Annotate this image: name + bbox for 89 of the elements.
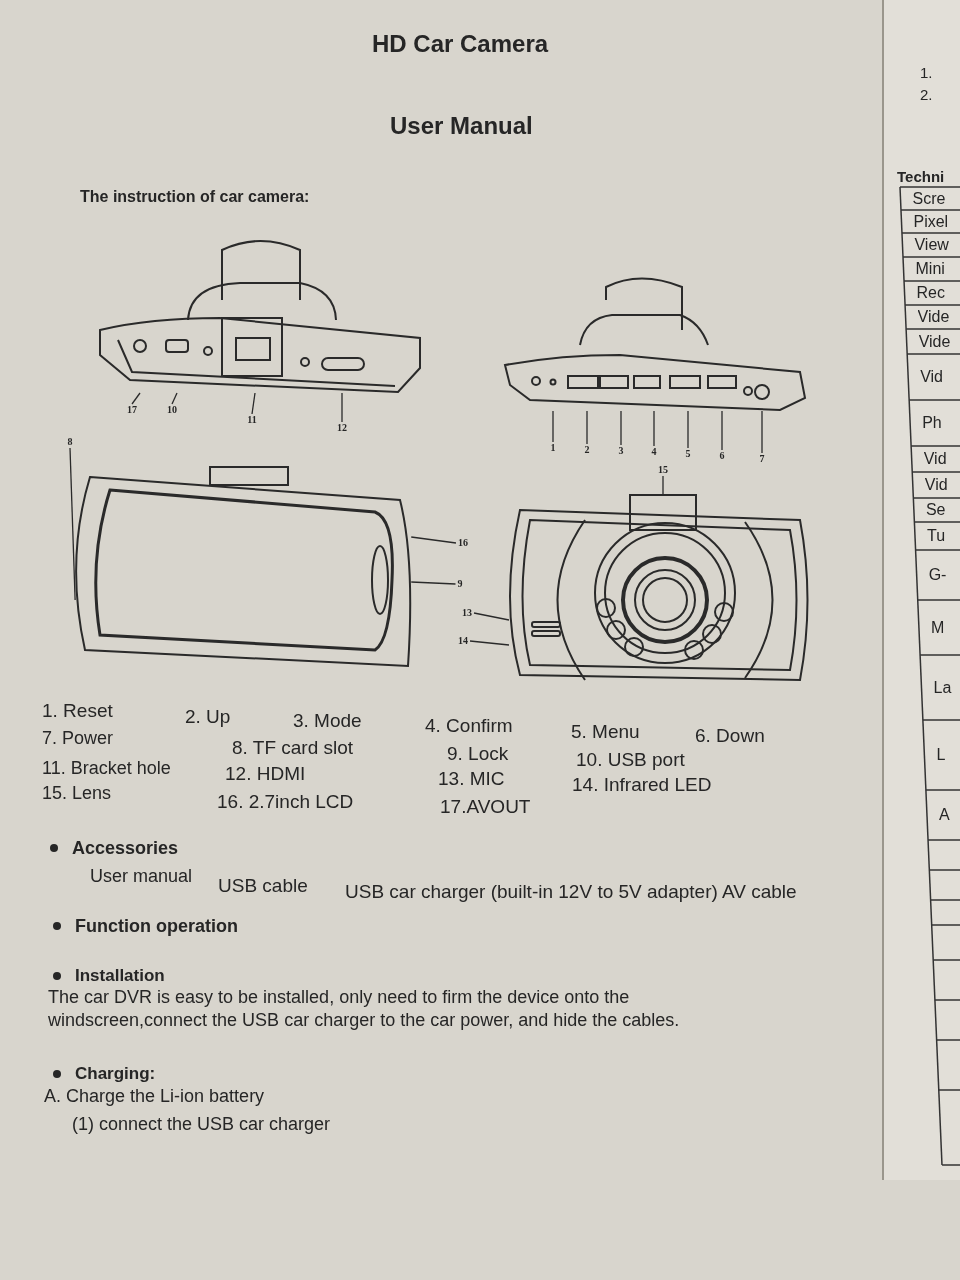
part-name: 16. 2.7inch LCD xyxy=(217,791,354,813)
bullet-heading: Installation xyxy=(75,966,165,986)
callout-number: 15 xyxy=(658,465,668,475)
callout-number: 5 xyxy=(685,449,691,459)
part-name: 15. Lens xyxy=(42,783,112,804)
leader-line xyxy=(586,410,588,445)
callout-number: 7 xyxy=(759,454,765,464)
instruction-step: A. Charge the Li-ion battery xyxy=(44,1086,265,1107)
table-heading: Techni xyxy=(897,168,945,186)
part-name: 2. Up xyxy=(185,706,231,728)
paragraph: The car DVR is easy to be installed, only need to firm the device onto the windscreen,connect the USB car charger to the car power, and hide the cables. xyxy=(48,986,681,1033)
leader-line xyxy=(761,410,763,454)
bullet-heading: Charging: xyxy=(75,1064,156,1084)
callout-number: 2 xyxy=(584,445,590,455)
callout-number: 3 xyxy=(618,446,624,456)
leader-line xyxy=(687,410,689,449)
callout-number: 1 xyxy=(550,443,556,453)
callout-number: 10 xyxy=(167,405,177,415)
part-name: 10. USB port xyxy=(576,749,685,771)
part-name: 6. Down xyxy=(695,725,765,747)
callout-number: 16 xyxy=(458,538,468,548)
instruction-step: (1) connect the USB car charger xyxy=(72,1114,331,1135)
part-name: 8. TF card slot xyxy=(232,737,354,759)
part-name: 9. Lock xyxy=(447,743,509,765)
table-cell-text: Tu xyxy=(927,527,947,546)
table-cell-text: A xyxy=(939,806,951,825)
leader-line xyxy=(69,447,76,601)
bullet-heading: Accessories xyxy=(72,838,179,859)
callout-number: 11 xyxy=(247,415,257,425)
table-cell-text: Vid xyxy=(923,450,948,469)
table-cell-text: Vid xyxy=(920,368,944,387)
table-cell-text: Rec xyxy=(916,284,946,303)
part-name: 11. Bracket hole xyxy=(42,758,171,779)
table-cell-text: Vide xyxy=(917,308,951,327)
leader-line xyxy=(469,640,510,646)
table-cell-text: G- xyxy=(928,566,948,585)
callout-number: 17 xyxy=(127,405,137,415)
list-number: 2. xyxy=(920,86,933,104)
table-cell-text: Mini xyxy=(915,260,946,279)
page-title: HD Car Camera xyxy=(372,30,549,58)
camera-front-view-drawing xyxy=(509,494,809,681)
subtitle: User Manual xyxy=(390,112,533,140)
part-name: 5. Menu xyxy=(571,721,640,743)
leader-line xyxy=(410,536,457,544)
leader-line xyxy=(473,612,510,621)
part-name: 4. Confirm xyxy=(425,715,513,737)
leader-line xyxy=(251,392,256,415)
table-cell-text: Pixel xyxy=(913,212,950,231)
leader-line xyxy=(620,410,622,446)
accessory-item: USB car charger (built-in 12V to 5V adapter) AV cable xyxy=(345,881,797,903)
part-name: 12. HDMI xyxy=(225,763,306,785)
table-cell-text: Vide xyxy=(918,332,952,351)
part-name: 1. Reset xyxy=(42,700,113,722)
part-name: 13. MIC xyxy=(438,768,505,790)
part-name: 3. Mode xyxy=(293,710,362,732)
list-number: 1. xyxy=(920,64,933,82)
leader-line xyxy=(410,581,457,585)
callout-number: 9 xyxy=(457,579,463,589)
table-cell-text: Se xyxy=(925,501,947,520)
table-cell-text: L xyxy=(936,746,947,765)
callout-number: 12 xyxy=(337,423,347,433)
leader-line xyxy=(552,410,554,443)
bullet-heading: Function operation xyxy=(75,916,238,937)
leader-line xyxy=(171,392,178,405)
table-cell-text: View xyxy=(914,236,950,255)
callout-number: 4 xyxy=(651,447,657,457)
camera-side-view-drawing xyxy=(99,240,421,393)
leader-line xyxy=(662,475,664,495)
camera-screen-view-drawing xyxy=(75,466,412,667)
accessory-item: USB cable xyxy=(218,875,308,897)
part-name: 17.AVOUT xyxy=(440,796,531,818)
accessory-item: User manual xyxy=(90,866,193,887)
callout-number: 8 xyxy=(67,437,73,447)
table-cell-text: Scre xyxy=(912,189,947,208)
leader-line xyxy=(341,392,343,423)
leader-line xyxy=(721,410,723,451)
leader-line xyxy=(653,410,655,447)
table-cell-text: La xyxy=(933,678,953,697)
table-cell-text: Ph xyxy=(922,414,943,433)
section-heading: The instruction of car camera: xyxy=(80,188,310,207)
table-cell-text: M xyxy=(930,618,946,637)
camera-button-view-drawing xyxy=(504,277,806,411)
callout-number: 14 xyxy=(458,636,468,646)
part-name: 14. Infrared LED xyxy=(572,774,712,796)
part-name: 7. Power xyxy=(42,728,114,749)
callout-number: 13 xyxy=(462,608,472,618)
leader-line xyxy=(131,392,141,405)
table-cell-text: Vid xyxy=(924,476,949,495)
callout-number: 6 xyxy=(719,451,725,461)
